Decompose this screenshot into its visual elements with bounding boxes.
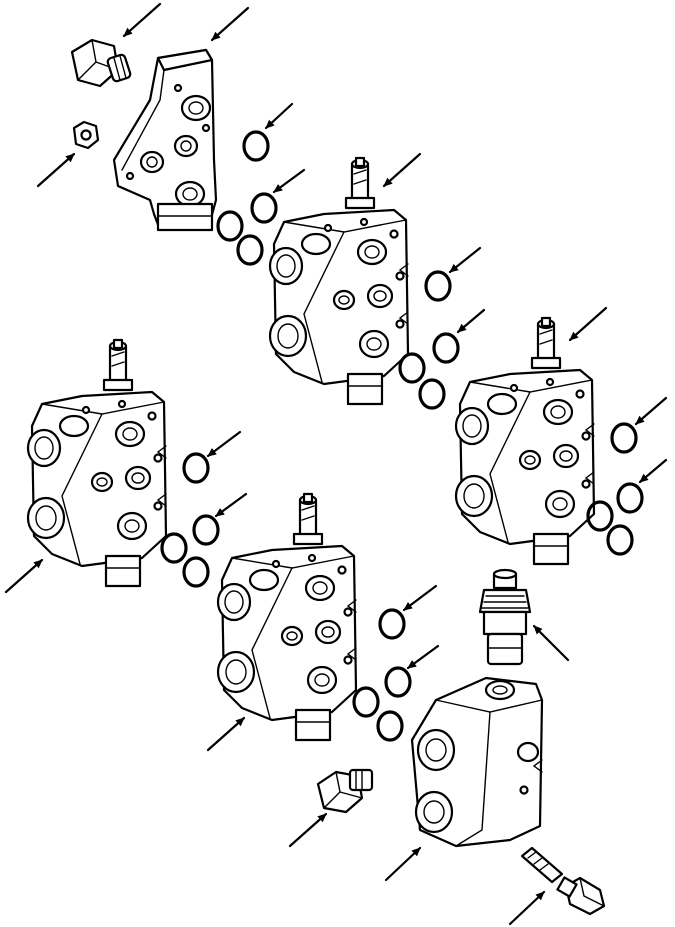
hex-nut-icon — [72, 120, 100, 150]
o-ring-icon — [160, 130, 644, 742]
valve-section-icon — [26, 338, 168, 588]
relief-cartridge-icon — [478, 568, 532, 666]
threaded-stud-icon — [520, 846, 564, 884]
valve-section-icon — [268, 156, 410, 406]
hex-plug-icon — [316, 768, 374, 814]
outlet-cover-icon — [410, 676, 544, 848]
valve-section-icon — [454, 316, 596, 566]
leader-arrows — [4, 2, 668, 926]
hex-plug-icon — [70, 38, 132, 88]
inlet-cover-plate-icon — [112, 48, 218, 232]
hex-nut-icon — [556, 876, 606, 916]
valve-section-icon — [216, 492, 358, 742]
